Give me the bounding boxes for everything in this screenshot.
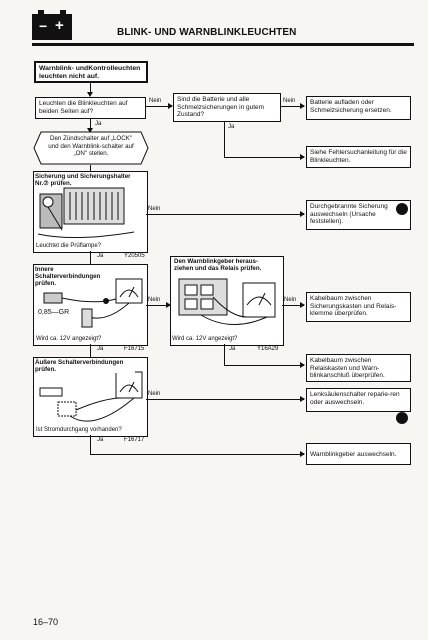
page-title: BLINK- UND WARNBLINKLEUCHTEN — [117, 27, 297, 38]
nein-label: Nein — [148, 297, 161, 303]
ja-label: Ja — [228, 124, 235, 130]
nein-label: Nein — [283, 98, 296, 104]
action-battery: Batterie aufladen oder Schmelzsicherung … — [306, 96, 411, 120]
ja-label: Ja — [229, 346, 236, 352]
panel-inner-question: Wird ca. 12V angezeigt? — [36, 336, 102, 342]
panel-outer-code: F16717 — [124, 437, 145, 443]
page-number: 16–70 — [33, 617, 59, 627]
header-rule — [32, 43, 414, 46]
nein-label: Nein — [148, 391, 161, 397]
battery-plus: + — [55, 17, 64, 34]
panel-inner-wire: 0,85—GR — [38, 309, 70, 316]
panel-fuse-question: Leuchtet die Prüflampe? — [36, 243, 102, 249]
action-fuse: Durchgebrannte Sicherung auswechseln (Ur… — [306, 200, 411, 230]
diamond-shape — [33, 131, 149, 165]
panel-fuse-check — [33, 171, 148, 253]
nein-label: Nein — [148, 206, 161, 212]
action-kabelbaum-1: Kabelbaum zwischen Sicherungskasten und … — [306, 292, 411, 322]
question-blinkers: Leuchten die Blinkleuchten auf beiden Se… — [35, 97, 146, 119]
ja-label: Ja — [97, 346, 104, 352]
bullet-dot — [396, 203, 408, 215]
action-kabelbaum-2: Kabelbaum zwischen Relaiskasten und Warn… — [306, 354, 411, 382]
nein-label: Nein — [149, 98, 162, 104]
question-battery: Sind die Batterie und alle Schmelzsicher… — [173, 93, 281, 122]
nein-label: Nein — [284, 297, 297, 303]
panel-relay-title: Den Warnblinkgeber heraus-ziehen und das… — [174, 258, 268, 272]
bullet-dot — [396, 412, 408, 424]
panel-fuse-code: Y20505 — [124, 253, 145, 259]
start-box: Warnblink- undKontrolleuchten leuchten n… — [34, 61, 148, 83]
diamond-text: Den Zündschalter auf „LOCK" und den Warn… — [48, 135, 134, 157]
panel-relay-question: Wird ca. 12V angezeigt? — [172, 336, 238, 342]
panel-fuse-title: Sicherung und Sicherungshalter Nr.⑦ prüf… — [35, 173, 135, 187]
ja-label: Ja — [97, 437, 104, 443]
panel-outer-question: Ist Stromdurchgang vorhanden? — [36, 427, 122, 433]
action-fehlersuche: Siehe Fehlersuchanleitung für die Blinkl… — [306, 146, 411, 168]
battery-icon: − + — [32, 10, 72, 40]
battery-minus: − — [39, 18, 48, 34]
action-lenksaeule: Lenksäulenschalter reparie-ren oder ausw… — [306, 388, 411, 412]
panel-outer-title: Äußere Schalterverbindungen prüfen. — [35, 359, 135, 373]
action-warnblinkgeber: Warnblinkgeber auswechseln. — [306, 443, 411, 465]
panel-inner-title: Innere Schalterverbindungen prüfen. — [35, 266, 115, 287]
ja-label: Ja — [95, 121, 102, 127]
ja-label: Ja — [97, 253, 104, 259]
panel-relay-code: Y16A29 — [257, 346, 279, 352]
panel-inner-code: F16715 — [124, 346, 145, 352]
